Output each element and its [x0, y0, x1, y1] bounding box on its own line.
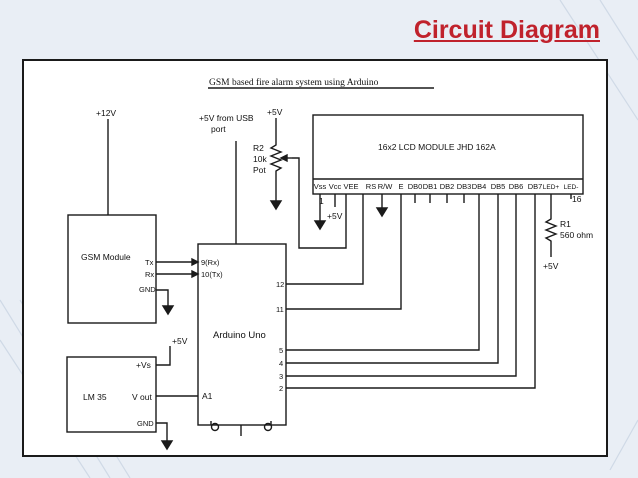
- lcd-title: 16x2 LCD MODULE JHD 162A: [378, 142, 496, 152]
- lcd-pin-label-12: DB6: [509, 182, 524, 191]
- arduino-pin-2-label: 2: [279, 384, 283, 393]
- lcd-pin-label-11: DB5: [491, 182, 506, 191]
- arduino-rx-label: 9(Rx): [201, 258, 220, 267]
- pot-type-label: Pot: [253, 165, 266, 175]
- gsm-supply-label: +12V: [96, 108, 116, 118]
- pot-supply-label: +5V: [267, 107, 283, 117]
- lm35-supply-label: +5V: [172, 336, 188, 346]
- circuit-schematic: GSM based fire alarm system using Arduin…: [66, 77, 593, 451]
- lcd-pin-label-13: DB7: [528, 182, 543, 191]
- lcd-pin-label-10: DB4: [472, 182, 487, 191]
- lcd-pin-label-5: E: [398, 182, 403, 191]
- gsm-rx-label: Rx: [145, 270, 154, 279]
- lm35-vs-label: +Vs: [136, 360, 151, 370]
- gsm-gnd-label: GND: [139, 285, 156, 294]
- gsm-tx-label: Tx: [145, 258, 154, 267]
- lcd-pin-last-number: 16: [572, 194, 582, 204]
- lcd-pin-label-7: DB1: [423, 182, 438, 191]
- arduino-pin-3-label: 3: [279, 372, 283, 381]
- arduino-tx-label: 10(Tx): [201, 270, 223, 279]
- lcd-pin-label-6: DB0: [408, 182, 423, 191]
- usb-supply-port-label: port: [211, 124, 226, 134]
- lcd-pin-label-15: LED-: [564, 184, 579, 191]
- lm35-box: [66, 356, 157, 433]
- pot-ref-label: R2: [253, 143, 264, 153]
- arduino-pin-4-label: 4: [279, 359, 283, 368]
- arduino-name: Arduino Uno: [213, 330, 266, 341]
- arduino-uno-box: [197, 243, 287, 426]
- lm35-vout-label: V out: [132, 392, 152, 402]
- arduino-a1-label: A1: [202, 391, 213, 401]
- usb-supply-label: +5V from USB: [199, 113, 254, 123]
- lcd-pin-first-number: 1: [319, 196, 324, 206]
- gsm-module-name: GSM Module: [81, 252, 131, 262]
- lcd-pin-label-1: Vcc: [329, 182, 342, 191]
- lm35-name: LM 35: [83, 392, 107, 402]
- arduino-pin-12-label: 12: [276, 280, 284, 289]
- r1-ref-label: R1: [560, 219, 571, 229]
- lcd-pin-label-9: DB3: [457, 182, 472, 191]
- pot-value-label: 10k: [253, 154, 267, 164]
- led-supply-label: +5V: [543, 261, 559, 271]
- gsm-module-box: [67, 214, 157, 324]
- r1-value-label: 560 ohm: [560, 230, 593, 240]
- vcc-supply-label: +5V: [327, 211, 343, 221]
- lcd-pin-label-14: LED+: [543, 184, 560, 191]
- lcd-module-box: [312, 114, 584, 195]
- circuit-diagram-frame: GSM based fire alarm system using Arduin…: [22, 59, 608, 457]
- diagram-heading: GSM based fire alarm system using Arduin…: [209, 77, 379, 88]
- lcd-pin-label-4: R/W: [378, 182, 394, 191]
- arduino-pin-5-label: 5: [279, 346, 283, 355]
- slide-title: Circuit Diagram: [413, 16, 600, 44]
- lcd-pin-label-3: RS: [366, 182, 376, 191]
- lcd-pin-label-2: VEE: [343, 182, 358, 191]
- lm35-gnd-label: GND: [137, 419, 154, 428]
- lcd-pin-label-8: DB2: [440, 182, 455, 191]
- lcd-pin-label-0: Vss: [314, 182, 327, 191]
- arduino-pin-11-label: 11: [276, 305, 284, 314]
